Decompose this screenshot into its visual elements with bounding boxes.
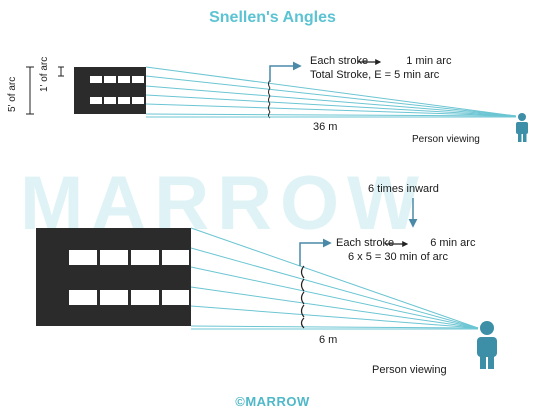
bottom-viewer-label: Person viewing xyxy=(372,364,447,376)
bottom-arc-marks xyxy=(300,265,305,329)
top-annotation-arrow xyxy=(269,61,302,82)
person-icon xyxy=(516,113,528,142)
footer-brand: ©MARROW xyxy=(235,394,310,409)
bottom-annotation-line1: Each stroke 6 min arc xyxy=(336,237,475,249)
bottom-distance-label: 6 m xyxy=(319,334,338,346)
bottom-annotation-value: 6 min arc xyxy=(430,237,476,249)
bottom-annotation-line2: 6 x 5 = 30 min of arc xyxy=(348,251,448,263)
total-arc-label: 5' of arc xyxy=(7,76,18,112)
top-letter-e xyxy=(74,67,146,114)
top-annotation-line1: Each stroke 1 min arc xyxy=(310,55,451,67)
bottom-annotation-arrow xyxy=(299,238,332,266)
top-annotation-line2: Total Stroke, E = 5 min arc xyxy=(310,69,440,81)
top-annotation-value: 1 min arc xyxy=(406,55,452,67)
bottom-rays xyxy=(190,227,479,329)
diagram-title: Snellen's Angles xyxy=(209,9,336,26)
top-viewer-label: Person viewing xyxy=(412,134,480,145)
top-arc-scale xyxy=(26,66,64,115)
inward-note: 6 times inward xyxy=(368,183,439,195)
top-annotation-label: Each stroke xyxy=(310,55,369,67)
top-arc-marks xyxy=(268,79,271,119)
person-icon xyxy=(477,321,497,369)
stroke-arc-label: 1' of arc xyxy=(39,56,50,92)
bottom-letter-e xyxy=(36,228,191,326)
top-rays xyxy=(145,66,517,117)
top-distance-label: 36 m xyxy=(313,121,338,133)
bottom-annotation-label: Each stroke xyxy=(336,237,395,249)
